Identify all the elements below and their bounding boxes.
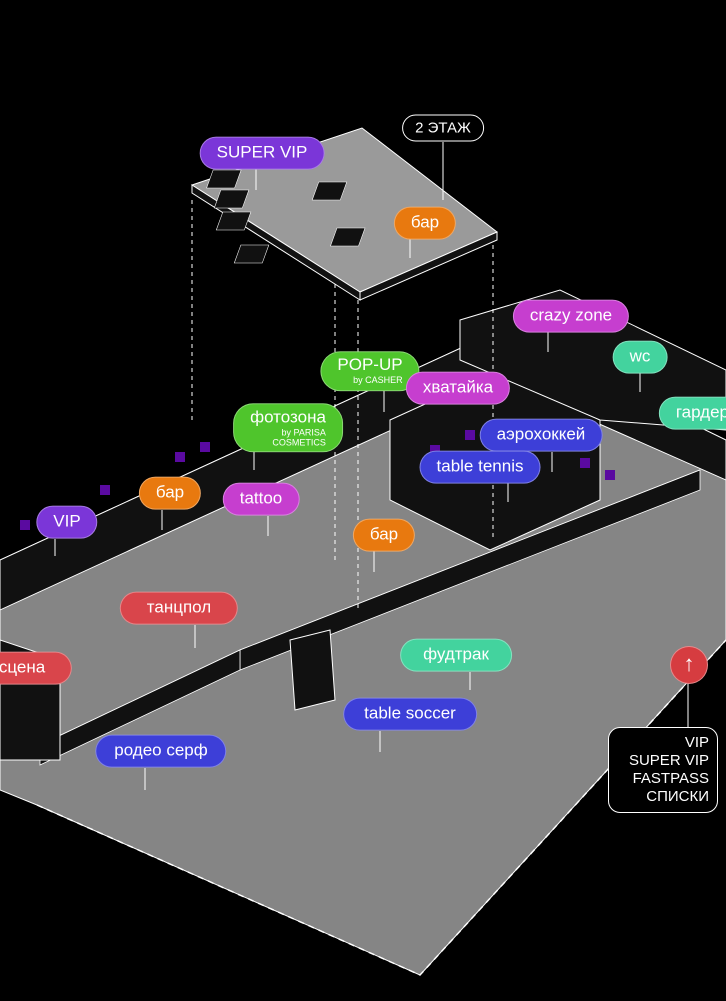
photozone-title: фотозона <box>250 407 326 427</box>
zone-crazy-zone[interactable]: crazy zone <box>512 299 630 333</box>
ground-floor <box>0 289 726 976</box>
zone-table-tennis[interactable]: table tennis <box>419 450 541 484</box>
zone-bar-left[interactable]: бар <box>138 476 202 510</box>
photozone-sponsor-1: by PARISA <box>281 426 326 437</box>
leader-lines <box>54 142 689 790</box>
zone-rodeo-surf[interactable]: родео серф <box>95 734 227 768</box>
zone-table-soccer[interactable]: table soccer <box>343 697 477 731</box>
zone-photozone[interactable]: фотозона by PARISA COSMETICS <box>233 403 343 453</box>
zone-tattoo[interactable]: tattoo <box>222 482 300 516</box>
arrow-up-icon[interactable]: ↑ <box>670 646 708 684</box>
zone-bar-center[interactable]: бар <box>352 518 416 552</box>
zone-air-hockey[interactable]: аэрохоккей <box>479 418 603 452</box>
zone-super-vip[interactable]: SUPER VIP <box>199 136 325 170</box>
zone-popup[interactable]: POP-UP by CASHER <box>320 351 420 391</box>
zone-wc[interactable]: wc <box>612 340 668 374</box>
entrance-line: SUPER VIP <box>628 752 709 769</box>
entrance-line: FASTPASS <box>632 770 709 787</box>
popup-title: POP-UP <box>337 355 403 375</box>
zone-vip[interactable]: VIP <box>36 505 98 539</box>
entrance-info-box: VIP SUPER VIP FASTPASS СПИСКИ <box>608 727 718 813</box>
zone-dancefloor[interactable]: танцпол <box>119 591 239 625</box>
entrance-line: СПИСКИ <box>646 788 709 805</box>
zone-hvataika[interactable]: хватайка <box>405 371 511 405</box>
zone-bar-floor2[interactable]: бар <box>393 206 457 240</box>
photozone-sponsor-2: COSMETICS <box>272 436 326 447</box>
floor2-label: 2 ЭТАЖ <box>402 114 484 142</box>
zone-foodtruck[interactable]: фудтрак <box>400 638 512 672</box>
popup-sponsor: by CASHER <box>353 374 403 385</box>
zone-stage[interactable]: сцена <box>0 651 73 685</box>
entrance-line: VIP <box>684 734 709 751</box>
zone-garderob[interactable]: гардероб <box>658 396 726 430</box>
